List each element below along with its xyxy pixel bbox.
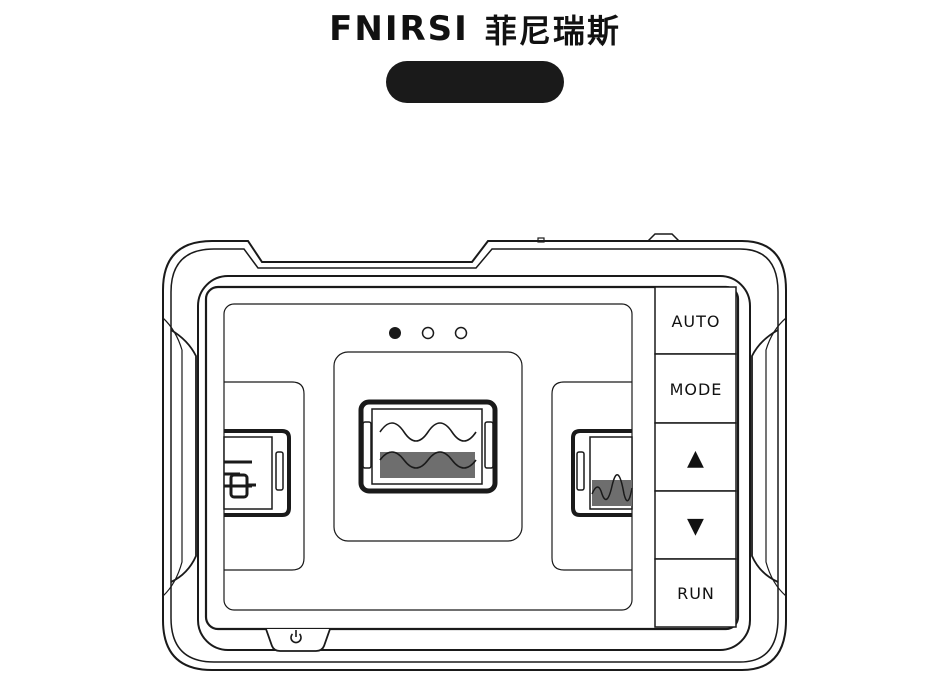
oscilloscope-icon-tab-right bbox=[485, 422, 493, 468]
power-button[interactable] bbox=[266, 629, 330, 651]
down-arrow-icon: ▼ bbox=[687, 514, 705, 539]
page-dot-active bbox=[389, 327, 401, 339]
left-mode-icon-tab bbox=[276, 452, 283, 490]
right-side-grip-inner bbox=[766, 318, 786, 596]
side-button-panel: AUTO MODE ▲ ▼ RUN bbox=[655, 287, 736, 627]
oscilloscope-icon-shade bbox=[380, 452, 475, 478]
run-button-label: RUN bbox=[677, 584, 715, 603]
up-arrow-icon: ▲ bbox=[687, 446, 705, 471]
top-port-right bbox=[648, 234, 679, 241]
left-side-grip bbox=[171, 330, 196, 582]
right-mode-icon-tab bbox=[577, 452, 584, 490]
mode-button-label: MODE bbox=[670, 380, 723, 399]
oscilloscope-icon-tab-left bbox=[363, 422, 371, 468]
left-side-grip-inner bbox=[163, 318, 182, 596]
right-side-grip bbox=[752, 330, 778, 582]
auto-button-label: AUTO bbox=[671, 312, 720, 331]
